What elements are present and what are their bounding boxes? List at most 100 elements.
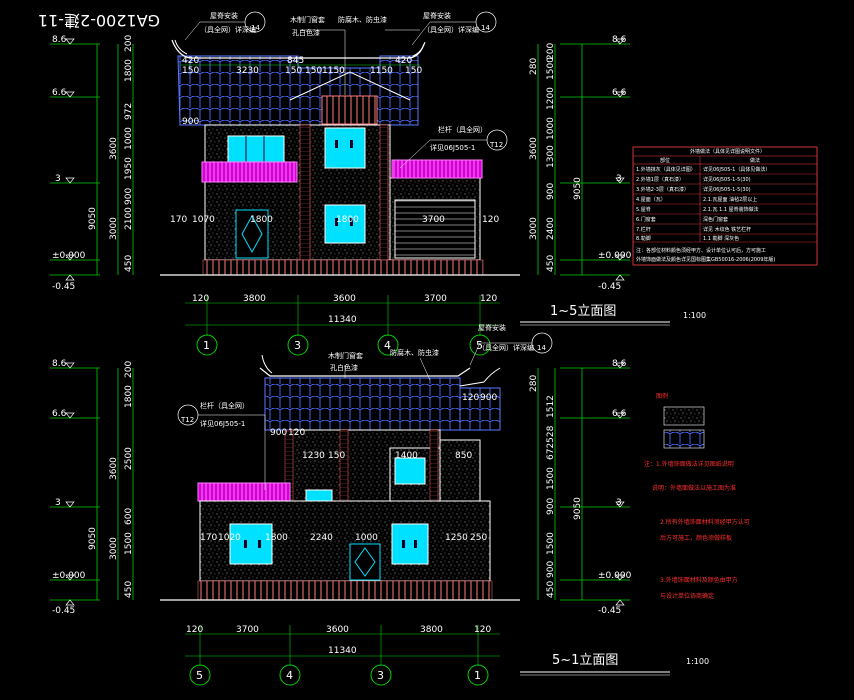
- table-cell: 详见06J505-1-5(30): [703, 186, 751, 193]
- elevation-5-1: 8.6 6.6 3 ±0.000 -0.45 8.6 6.6 3 ±0.000 …: [50, 323, 709, 686]
- table-cell: 1.1 勒脚 深灰色: [703, 235, 739, 242]
- legend: 图例 注：1.外墙饰面做法详见图纸说明 说明：外墙面做法以施工图为准 2.所有外…: [644, 392, 750, 600]
- axis-label: 5: [476, 339, 483, 352]
- drawing-title: 1~5立面图: [550, 304, 616, 319]
- axis-label: 3: [377, 669, 384, 682]
- dim-text: 1020: [218, 533, 241, 543]
- dim-text: 3000: [109, 537, 119, 560]
- dim-text: 3800: [420, 625, 443, 635]
- dim-text: 1512: [546, 395, 556, 418]
- window: [391, 523, 429, 565]
- dim-text: 250: [470, 533, 487, 543]
- dim-text: 1500: [546, 532, 556, 555]
- dim-text: 1800: [124, 59, 134, 82]
- dim-text: 972: [124, 103, 134, 120]
- dim-text: 850: [455, 451, 472, 461]
- dim-text: 1500: [546, 467, 556, 490]
- axis-label: 1: [474, 669, 481, 682]
- dim-text: 150: [405, 66, 422, 76]
- dim-text: 2400: [546, 217, 556, 240]
- level-label: -0.45: [598, 606, 621, 616]
- dim-text: 2500: [124, 447, 134, 470]
- dim-text: 3230: [236, 66, 259, 76]
- window: [394, 457, 426, 485]
- note: 栏杆（具全网）: [438, 125, 487, 134]
- dim-text: 120: [186, 625, 203, 635]
- table-footer: 外墙饰面做法及颜色详见国标图集GB50016-2006(2009年版): [636, 256, 775, 263]
- dim-text: 1800: [265, 533, 288, 543]
- dim-text: 3000: [529, 217, 539, 240]
- window: [324, 204, 366, 244]
- level-label: 8.6: [52, 35, 67, 45]
- axis-bubbles-1: 1 3 4 5: [196, 334, 491, 356]
- level-label: 3: [616, 174, 622, 184]
- balcony-railing: [201, 161, 298, 183]
- note: 详见06J505-1: [200, 419, 245, 428]
- dim-text: 11340: [328, 315, 357, 325]
- note: 木制门窗套: [290, 15, 325, 24]
- table-cell: 2.1.瓦屋面 油毡2层以上: [703, 196, 757, 203]
- dim-text: 450: [124, 581, 134, 598]
- table-cell: 4.屋面（瓦）: [636, 197, 666, 203]
- elevation-1-5: GA1200-2建-11 8.6 6.6 3 ±0.000: [38, 11, 706, 356]
- vertical-dims-2: 9050 3600 3000 200 1800 2500 600 1500 45…: [88, 361, 583, 598]
- dim-text: 1150: [322, 66, 345, 76]
- legend-note: 说明：外墙面做法以施工图为准: [652, 484, 736, 492]
- dim-text: 3600: [529, 137, 539, 160]
- legend-swatch-stone: [663, 406, 705, 426]
- dim-text: 1300: [546, 145, 556, 168]
- dim-text: 900: [480, 393, 497, 403]
- entry-door: [235, 209, 269, 259]
- dim-text: 1400: [395, 451, 418, 461]
- note: 孔白色漆: [292, 28, 320, 37]
- table-cell: 2.外墙1层（真石漆）: [636, 176, 684, 183]
- dim-text: 672528: [546, 425, 556, 460]
- dim-text: 845: [287, 56, 304, 66]
- dim-text: 600: [124, 508, 134, 525]
- level-labels-left-1: 8.6 6.6 3 ±0.000 -0.45 8.6 6.6 3 ±0.000 …: [52, 35, 632, 292]
- axis-label: 5: [196, 669, 203, 682]
- dim-text: 280: [529, 375, 539, 392]
- dim-text: 9050: [88, 207, 98, 230]
- dim-text: 450: [124, 255, 134, 272]
- leader-notes-2: 木制门窗套 孔白色漆 防腐木、防虫漆 屋脊安装 （具全网）详深编 14 T12 …: [177, 323, 553, 490]
- dim-text: 3600: [109, 457, 119, 480]
- table-cell: 8.勒脚: [636, 235, 651, 242]
- dim-text: 1800: [124, 385, 134, 408]
- dim-text: 3000: [109, 217, 119, 240]
- dim-text: 1230: [302, 451, 325, 461]
- dim-text: 1800: [250, 215, 273, 225]
- table-cell: 7.栏杆: [636, 226, 651, 233]
- dim-text: 450: [546, 255, 556, 272]
- table-cell: 6.门窗套: [636, 216, 656, 223]
- dim-text: 9050: [573, 497, 583, 520]
- dim-text: 900: [124, 188, 134, 205]
- dim-text: 200: [124, 361, 134, 378]
- note: （具全网）详深编: [478, 343, 534, 352]
- dim-text: 3600: [109, 137, 119, 160]
- table-cell: 深色门窗套: [703, 216, 728, 223]
- level-label: 3: [55, 174, 61, 184]
- dim-text: 3700: [236, 625, 259, 635]
- level-label: -0.45: [598, 282, 621, 292]
- dim-text: 900: [546, 183, 556, 200]
- legend-note: 3.外墙饰面材料及颜色由甲方: [660, 576, 738, 584]
- legend-title: 图例: [656, 392, 668, 400]
- level-label: 6.6: [52, 88, 67, 98]
- dim-text: 150: [328, 451, 345, 461]
- note: （具全网）详深编: [423, 25, 479, 34]
- note: 栏杆（具全网）: [200, 401, 249, 410]
- tag: 14: [481, 24, 490, 32]
- dim-text: 900: [546, 498, 556, 515]
- leader-notes-1: 屋脊安装 （具全网）详深编 14 木制门窗套 孔白色漆 防腐木、防虫漆 屋脊安装…: [184, 11, 508, 169]
- level-label: 6.6: [52, 409, 67, 419]
- note: 木制门窗套: [328, 351, 363, 360]
- table-header: 部位: [660, 157, 670, 164]
- tag: T12: [489, 141, 503, 149]
- level-lines-1: [50, 43, 630, 276]
- note: 详见06J505-1: [430, 143, 475, 152]
- dim-text: 420: [182, 56, 199, 66]
- dim-text: 170: [200, 533, 217, 543]
- legend-note: 2.所有外墙饰面材料须经甲方认可: [660, 518, 750, 526]
- note: 屋脊安装: [478, 323, 506, 332]
